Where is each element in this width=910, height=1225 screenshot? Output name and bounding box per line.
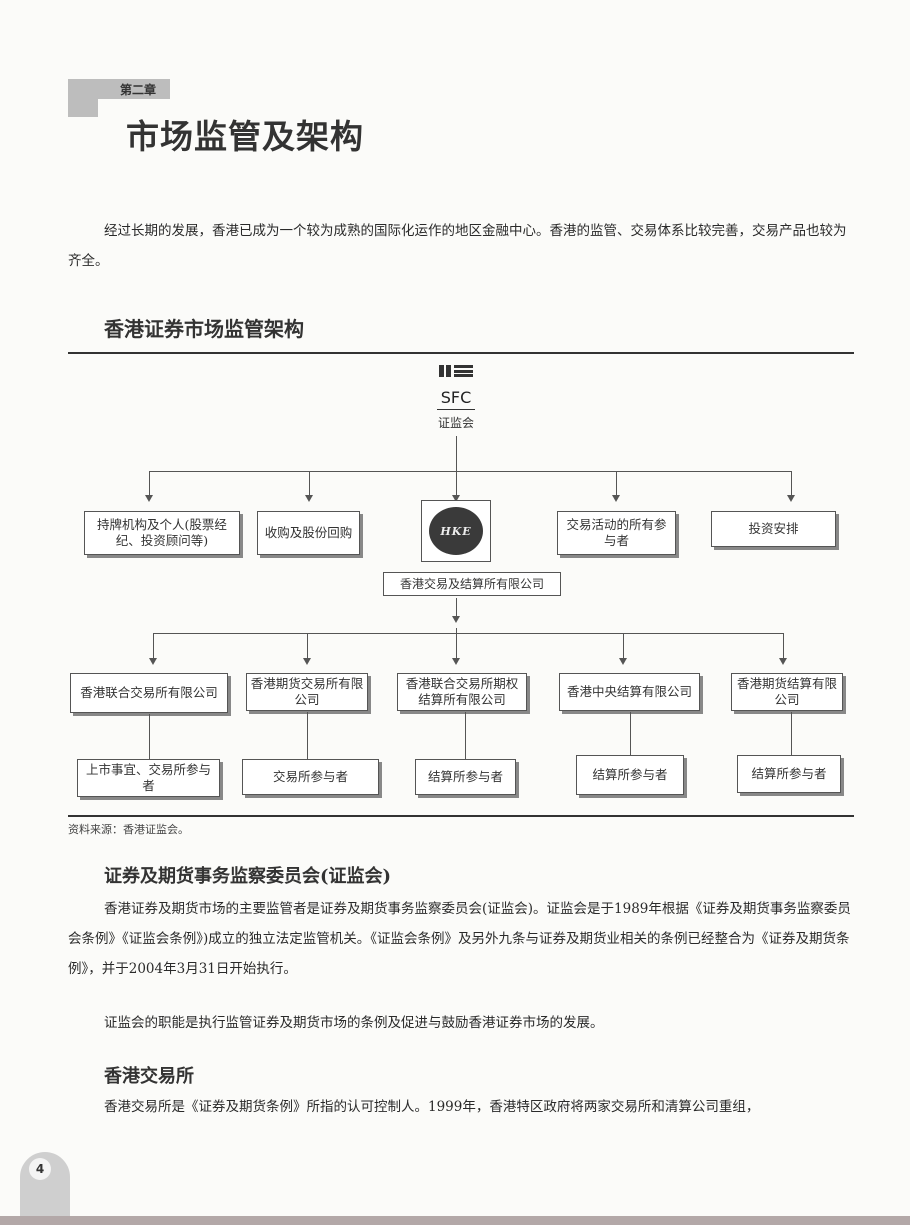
connector: [307, 712, 308, 759]
section-paragraph: 香港交易所是《证券及期货条例》所指的认可控制人。1999年，香港特区政府将两家交…: [104, 1099, 760, 1115]
section-heading-hkex: 香港交易所: [104, 1066, 194, 1087]
arrow-icon: [619, 658, 627, 665]
connector: [456, 628, 457, 634]
connector: [791, 471, 792, 496]
chart-top-rule: [68, 352, 854, 354]
sfc-cn-label: 证监会: [437, 416, 474, 430]
connector: [149, 471, 150, 496]
connector: [153, 633, 154, 659]
connector: [456, 598, 457, 617]
chart-source: 资料来源：香港证监会。: [68, 823, 189, 836]
chapter-tab-stub: [68, 99, 98, 117]
section-heading-sfc: 证券及期货事务监察委员会(证监会): [104, 866, 392, 887]
connector: [630, 712, 631, 755]
connector: [791, 712, 792, 755]
hke-logo-frame: HKE: [421, 500, 491, 562]
connector: [149, 714, 150, 759]
arrow-icon: [145, 495, 153, 502]
arrow-icon: [452, 658, 460, 665]
bottom-band: [0, 1216, 910, 1225]
node-clearing-participants-3: 结算所参与者: [737, 755, 841, 793]
connector: [456, 436, 457, 471]
arrow-icon: [305, 495, 313, 502]
node-sehk: 香港联合交易所有限公司: [70, 673, 228, 713]
chapter-label: 第二章: [120, 83, 157, 97]
hke-logo-text: HKE: [440, 524, 472, 538]
node-market-participants: 交易活动的所有参与者: [557, 511, 676, 555]
arrow-icon: [452, 495, 460, 502]
arrow-icon: [612, 495, 620, 502]
node-takeovers: 收购及股份回购: [257, 511, 360, 555]
node-hkex: 香港交易及结算所有限公司: [383, 572, 561, 596]
chapter-tab: [68, 79, 170, 99]
node-hkscc: 香港中央结算有限公司: [559, 673, 700, 711]
node-listing-participants: 上市事宜、交易所参与者: [77, 759, 220, 797]
node-seoch: 香港联合交易所期权结算所有限公司: [397, 673, 527, 711]
arrow-icon: [779, 658, 787, 665]
connector: [456, 471, 457, 496]
node-licensed-persons: 持牌机构及个人(股票经纪、投资顾问等): [84, 511, 240, 555]
node-investment-arrangements: 投资安排: [711, 511, 836, 547]
chart-bottom-rule: [68, 815, 854, 817]
node-hkfe: 香港期货交易所有限公司: [246, 673, 368, 711]
arrow-icon: [149, 658, 157, 665]
connector: [307, 633, 308, 659]
connector: [616, 471, 617, 496]
node-clearing-participants-2: 结算所参与者: [576, 755, 684, 795]
connector: [153, 633, 784, 634]
page-title: 市场监管及架构: [126, 117, 364, 156]
section-paragraph: 香港证券及期货市场的主要监管者是证券及期货事务监察委员会(证监会)。证监会是于1…: [68, 901, 851, 977]
connector: [149, 471, 792, 472]
connector: [783, 633, 784, 659]
section-paragraph: 证监会的职能是执行监管证券及期货市场的条例及促进与鼓励香港证券市场的发展。: [104, 1015, 604, 1031]
sfc-underline: [437, 409, 475, 410]
node-exchange-participants: 交易所参与者: [242, 759, 379, 795]
sfc-name: SFC: [440, 388, 472, 407]
node-clearing-participants-1: 结算所参与者: [415, 759, 516, 795]
connector: [623, 633, 624, 659]
intro-paragraph: 经过长期的发展，香港已成为一个较为成熟的国际化运作的地区金融中心。香港的监管、交…: [68, 223, 847, 269]
hke-logo-icon: HKE: [429, 507, 483, 555]
arrow-icon: [452, 616, 460, 623]
node-hkcc: 香港期货结算有限公司: [731, 673, 843, 711]
org-chart-title: 香港证券市场监管架构: [104, 317, 304, 341]
connector: [456, 633, 457, 659]
connector: [465, 712, 466, 759]
arrow-icon: [303, 658, 311, 665]
sfc-logo-icon: [439, 365, 473, 377]
page-number: 4: [29, 1158, 51, 1180]
connector: [309, 471, 310, 496]
arrow-icon: [787, 495, 795, 502]
